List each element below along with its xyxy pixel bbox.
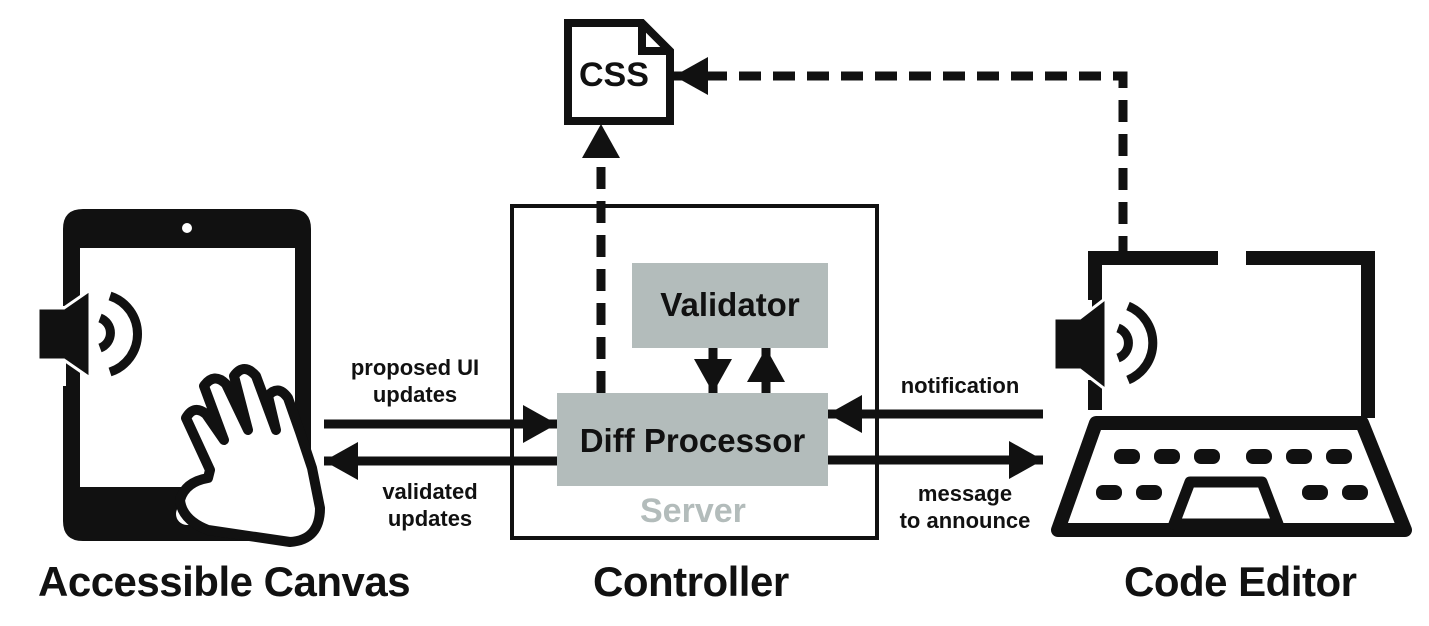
edge-message-label: message to announce	[880, 480, 1050, 534]
edge-notification-label: notification	[880, 372, 1040, 399]
edge-validated-line2: updates	[387, 506, 473, 531]
speaker-icon	[1048, 294, 1158, 394]
hand-icon	[175, 364, 325, 547]
edge-proposed-line2: updates	[372, 382, 458, 407]
server-label: Server	[640, 492, 746, 530]
accessible-canvas-label: Accessible Canvas	[38, 558, 411, 605]
controller-label: Controller	[593, 558, 789, 605]
css-document-icon	[564, 19, 674, 125]
validator-label: Validator	[660, 286, 800, 323]
edge-editor-to-css	[674, 57, 1128, 258]
validator-box	[632, 263, 828, 348]
edge-message-line2: to announce	[899, 508, 1031, 533]
speaker-icon	[18, 287, 143, 386]
controller-box	[510, 204, 879, 540]
keyboard-icon	[1096, 449, 1368, 530]
edge-notification-line1: notification	[900, 373, 1020, 398]
edge-message-line1: message	[917, 481, 1013, 506]
code-editor-label: Code Editor	[1124, 558, 1357, 605]
diff-processor-label: Diff Processor	[579, 422, 806, 459]
edge-proposed-label: proposed UI updates	[330, 354, 500, 408]
edge-validated-line1: validated	[382, 479, 478, 504]
edge-validated-label: validated updates	[360, 478, 500, 532]
diff-processor-box	[557, 393, 828, 486]
css-label: CSS	[579, 56, 649, 94]
edge-proposed-line1: proposed UI	[350, 355, 480, 380]
